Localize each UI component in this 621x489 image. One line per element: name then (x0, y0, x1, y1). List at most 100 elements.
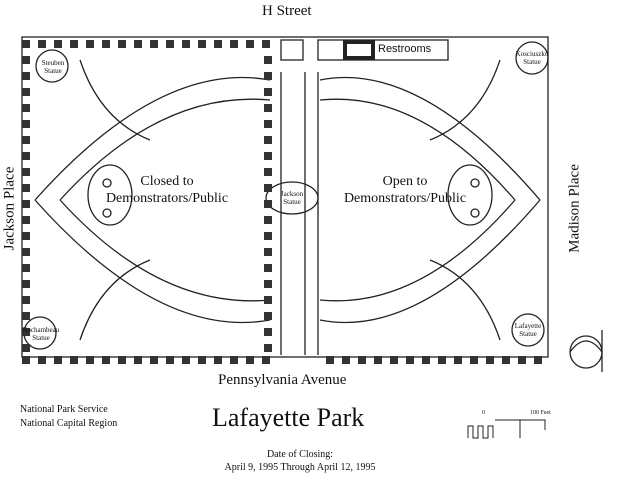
hedge-marker (264, 280, 272, 288)
hedge-marker (264, 72, 272, 80)
hedge-marker (86, 40, 94, 48)
statue-se-label: Lafayette Statue (514, 322, 542, 338)
statue-center-label: Jackson Statue (280, 190, 304, 206)
hedge-marker (264, 136, 272, 144)
hedge-marker (22, 104, 30, 112)
hedge-marker (264, 152, 272, 160)
hedge-marker (22, 200, 30, 208)
hedge-marker (182, 40, 190, 48)
hedge-marker (502, 356, 510, 364)
hedge-marker (198, 356, 206, 364)
hedge-marker (264, 120, 272, 128)
hedge-marker (134, 40, 142, 48)
hedge-marker (22, 72, 30, 80)
statue-nw-label: Steuben Statue (41, 59, 65, 75)
hedge-marker (264, 248, 272, 256)
hedge-marker (470, 356, 478, 364)
hedge-marker (22, 312, 30, 320)
hedge-marker (264, 328, 272, 336)
hedge-marker (102, 356, 110, 364)
hedge-marker (264, 200, 272, 208)
hedge-marker (264, 88, 272, 96)
hedge-marker (150, 40, 158, 48)
hedge-marker (38, 40, 46, 48)
hedge-marker (22, 152, 30, 160)
hedge-marker (262, 40, 270, 48)
hedge-marker (22, 264, 30, 272)
street-label-north: H Street (262, 3, 312, 19)
hedge-marker (264, 104, 272, 112)
hedge-marker (264, 344, 272, 352)
hedge-marker (264, 168, 272, 176)
street-label-south: Pennsylvania Avenue (218, 372, 347, 388)
hedge-marker (38, 356, 46, 364)
hedge-marker (134, 356, 142, 364)
hedge-marker (230, 356, 238, 364)
hedge-marker (118, 40, 126, 48)
hedge-marker (70, 40, 78, 48)
hedge-marker (166, 356, 174, 364)
hedge-marker (264, 296, 272, 304)
hedge-marker (246, 356, 254, 364)
hedge-marker (22, 328, 30, 336)
hedge-marker (182, 356, 190, 364)
hedge-markers (22, 40, 542, 364)
hedge-marker (230, 40, 238, 48)
hedge-marker (390, 356, 398, 364)
hedge-marker (150, 356, 158, 364)
agency-name: National Park Service (20, 404, 108, 415)
hedge-marker (326, 356, 334, 364)
hedge-marker (264, 312, 272, 320)
street-label-east: Madison Place (566, 164, 583, 253)
hedge-marker (22, 56, 30, 64)
hedge-marker (22, 216, 30, 224)
hedge-marker (264, 216, 272, 224)
hedge-marker (214, 40, 222, 48)
hedge-marker (22, 296, 30, 304)
hedge-marker (262, 356, 270, 364)
hedge-marker (264, 232, 272, 240)
hedge-marker (198, 40, 206, 48)
hedge-marker (54, 356, 62, 364)
hedge-marker (22, 88, 30, 96)
street-label-west: Jackson Place (1, 166, 18, 251)
hedge-marker (374, 356, 382, 364)
hedge-marker (518, 356, 526, 364)
hedge-marker (166, 40, 174, 48)
scale-start-label: 0 (482, 410, 485, 416)
hedge-marker (70, 356, 78, 364)
hedge-marker (86, 356, 94, 364)
hedge-marker (22, 248, 30, 256)
hedge-marker (422, 356, 430, 364)
hedge-marker (102, 40, 110, 48)
hedge-marker (118, 356, 126, 364)
hedge-marker (22, 136, 30, 144)
hedge-marker (406, 356, 414, 364)
hedge-marker (454, 356, 462, 364)
hedge-marker (342, 356, 350, 364)
closing-date-range: April 9, 1995 Through April 12, 1995 (224, 462, 376, 473)
park-boundary (21, 36, 549, 358)
hedge-marker (438, 356, 446, 364)
scale-end-label: 100 Feet (530, 410, 551, 416)
hedge-marker (264, 184, 272, 192)
hedge-marker (22, 120, 30, 128)
region-name: National Capital Region (20, 418, 118, 429)
statue-ne-label: Kosciuszko Statue (515, 50, 549, 66)
hedge-marker (534, 356, 542, 364)
scale-bar (467, 419, 546, 439)
hedge-marker (264, 56, 272, 64)
closed-area-label: Closed to Demonstrators/Public (105, 174, 229, 206)
statue-sw-label: Rochambeau Statue (22, 326, 60, 342)
hedge-marker (486, 356, 494, 364)
hedge-marker (22, 356, 30, 364)
hedge-marker (22, 168, 30, 176)
map-title: Lafayette Park (212, 403, 365, 432)
hedge-marker (22, 280, 30, 288)
hedge-marker (214, 356, 222, 364)
hedge-marker (22, 40, 30, 48)
hedge-marker (54, 40, 62, 48)
hedge-marker (246, 40, 254, 48)
open-area-label: Open to Demonstrators/Public (343, 174, 467, 206)
